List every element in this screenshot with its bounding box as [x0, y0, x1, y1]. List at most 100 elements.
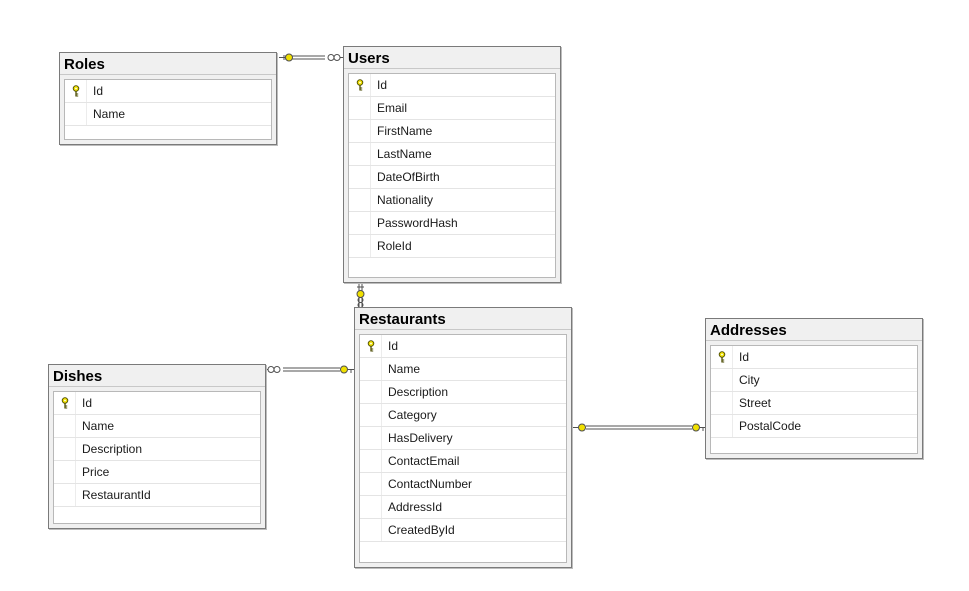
- column-name: Id: [82, 396, 93, 410]
- table-title[interactable]: Roles: [60, 53, 276, 75]
- row-gutter: [349, 97, 371, 119]
- primary-key-icon: [71, 85, 81, 97]
- rel-users-restaurants[interactable]: [356, 283, 365, 308]
- row-gutter: [360, 358, 382, 380]
- row-gutter: [360, 381, 382, 403]
- row-gutter: [349, 189, 371, 211]
- column-name: Id: [93, 84, 104, 98]
- column-row[interactable]: Street: [711, 392, 917, 415]
- column-row[interactable]: DateOfBirth: [349, 166, 555, 189]
- key-endpoint-icon: [692, 423, 706, 432]
- key-endpoint-icon: [340, 365, 355, 374]
- column-name: RoleId: [377, 239, 412, 253]
- row-gutter: [349, 166, 371, 188]
- row-gutter: [349, 120, 371, 142]
- column-row[interactable]: Description: [360, 381, 566, 404]
- column-row[interactable]: FirstName: [349, 120, 555, 143]
- column-name: Price: [82, 465, 110, 479]
- column-name: Email: [377, 101, 408, 115]
- column-name: Nationality: [377, 193, 434, 207]
- primary-key-icon: [60, 397, 70, 409]
- row-gutter: [54, 415, 76, 437]
- row-gutter: [360, 335, 382, 357]
- rel-restaurants-dishes[interactable]: [265, 365, 355, 374]
- column-row[interactable]: Id: [65, 80, 271, 103]
- column-row[interactable]: RoleId: [349, 235, 555, 258]
- key-endpoint-icon: [572, 423, 586, 432]
- column-row[interactable]: Id: [54, 392, 260, 415]
- column-row[interactable]: RestaurantId: [54, 484, 260, 507]
- column-row[interactable]: Id: [349, 74, 555, 97]
- table-title[interactable]: Dishes: [49, 365, 265, 387]
- column-row[interactable]: AddressId: [360, 496, 566, 519]
- column-row[interactable]: PasswordHash: [349, 212, 555, 235]
- row-gutter: [360, 473, 382, 495]
- row-gutter: [711, 392, 733, 414]
- row-gutter: [711, 415, 733, 437]
- row-gutter: [360, 519, 382, 541]
- column-row[interactable]: ContactNumber: [360, 473, 566, 496]
- row-gutter: [54, 484, 76, 506]
- primary-key-icon: [717, 351, 727, 363]
- column-row[interactable]: LastName: [349, 143, 555, 166]
- table-title[interactable]: Users: [344, 47, 560, 69]
- column-row[interactable]: Category: [360, 404, 566, 427]
- column-name: Id: [388, 339, 399, 353]
- column-name: Id: [377, 78, 388, 92]
- column-name: Name: [93, 107, 126, 121]
- table-title[interactable]: Restaurants: [355, 308, 571, 330]
- row-gutter: [360, 450, 382, 472]
- column-name: RestaurantId: [82, 488, 151, 502]
- row-gutter: [65, 80, 87, 102]
- column-name: LastName: [377, 147, 432, 161]
- column-row[interactable]: Id: [360, 335, 566, 358]
- column-name: Description: [388, 385, 449, 399]
- table-title[interactable]: Addresses: [706, 319, 922, 341]
- key-endpoint-icon: [279, 53, 293, 62]
- column-row[interactable]: ContactEmail: [360, 450, 566, 473]
- row-gutter: [54, 461, 76, 483]
- column-row[interactable]: Description: [54, 438, 260, 461]
- column-row[interactable]: Name: [54, 415, 260, 438]
- column-row[interactable]: City: [711, 369, 917, 392]
- column-row[interactable]: Email: [349, 97, 555, 120]
- column-row[interactable]: Price: [54, 461, 260, 484]
- row-gutter: [711, 369, 733, 391]
- column-row[interactable]: Id: [711, 346, 917, 369]
- column-name: PostalCode: [739, 419, 802, 433]
- column-name: Description: [82, 442, 143, 456]
- row-gutter: [360, 427, 382, 449]
- row-gutter: [65, 103, 87, 125]
- column-name: ContactEmail: [388, 454, 460, 468]
- column-name: Id: [739, 350, 750, 364]
- column-row[interactable]: Nationality: [349, 189, 555, 212]
- infinity-endpoint-icon: [265, 366, 281, 373]
- row-gutter: [360, 496, 382, 518]
- row-gutter: [711, 346, 733, 368]
- column-name: Name: [388, 362, 421, 376]
- column-row[interactable]: Name: [360, 358, 566, 381]
- column-row[interactable]: Name: [65, 103, 271, 126]
- column-name: City: [739, 373, 760, 387]
- column-row[interactable]: PostalCode: [711, 415, 917, 438]
- column-row[interactable]: CreatedById: [360, 519, 566, 542]
- row-gutter: [360, 404, 382, 426]
- row-gutter: [349, 212, 371, 234]
- column-name: Street: [739, 396, 772, 410]
- rel-restaurants-addresses[interactable]: [572, 423, 706, 432]
- column-name: PasswordHash: [377, 216, 458, 230]
- rel-roles-users[interactable]: [279, 53, 345, 62]
- column-name: HasDelivery: [388, 431, 453, 445]
- row-gutter: [349, 74, 371, 96]
- column-row[interactable]: HasDelivery: [360, 427, 566, 450]
- infinity-endpoint-icon: [327, 54, 345, 61]
